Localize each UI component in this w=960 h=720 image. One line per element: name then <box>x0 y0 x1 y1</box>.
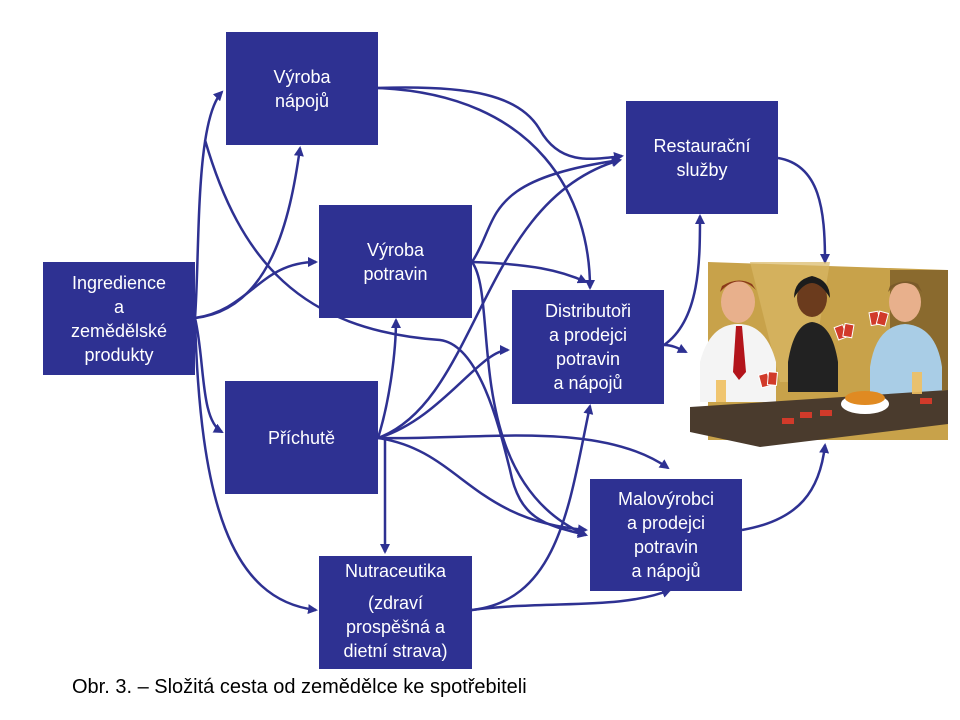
arrow-ingr-napoju <box>193 90 224 319</box>
box-prichute-label: Příchutě <box>267 427 336 448</box>
arrow-ingr-nutra <box>193 317 318 615</box>
box-malovyrobci-label: Malovýrobci a prodejci potravin a nápojů <box>617 489 715 581</box>
box-restauracni-sluzby: Restaurační služby <box>626 101 778 214</box>
arrow-potravin-malovyrobci <box>470 261 588 537</box>
box-restauracni-sluzby-label: Restaurační služby <box>653 135 751 180</box>
arrow-prichute-potravin <box>376 318 401 439</box>
arrow-prichute-restaurace <box>377 157 622 440</box>
arrow-napoju-prichute-cross <box>203 139 588 538</box>
box-vyroba-napoju-label: Výroba nápojů <box>273 66 331 111</box>
box-vyroba-potravin: Výroba potravin <box>319 205 472 318</box>
box-nutraceutika: Nutraceutika (zdraví prospěšná a dietní … <box>319 556 472 669</box>
box-nutraceutika-subtitle: (zdraví prospěšná a dietní strava) <box>343 593 448 661</box>
people-playing-cards-icon <box>690 262 948 447</box>
arrow-distributori-restaurace <box>663 214 705 347</box>
arrow-malovyrobci-spotrebitel <box>741 443 830 532</box>
arrow-nutra-distributori <box>471 404 594 612</box>
arrow-distributori-spotrebitel <box>663 343 688 354</box>
arrow-ingr-potravin <box>194 257 318 320</box>
box-nutraceutika-title: Nutraceutika <box>344 561 447 581</box>
arrow-restaurace-spotrebitel <box>777 156 830 264</box>
arrow-nutra-malovyrobci <box>471 588 672 612</box>
arrow-potravin-restaurace <box>470 156 622 263</box>
box-malovyrobci: Malovýrobci a prodejci potravin a nápojů <box>590 479 742 591</box>
consumers-illustration <box>690 262 950 447</box>
box-ingredience-label: Ingredience a zemědělské produkty <box>70 272 168 365</box>
figure-caption: Obr. 3. – Složitá cesta od zemědělce ke … <box>72 676 527 698</box>
arrow-prichute-malovyrobci <box>377 436 588 535</box>
arrow-napoju-restaurace <box>377 86 624 162</box>
box-prichute: Příchutě <box>225 381 378 494</box>
box-distributori: Distributoři a prodejci potravin a nápoj… <box>512 290 664 404</box>
arrow-napoju-distributori <box>377 86 595 290</box>
box-vyroba-potravin-label: Výroba potravin <box>363 239 428 284</box>
arrow-ingr-prichute <box>193 317 224 434</box>
box-vyroba-napoju: Výroba nápojů <box>226 32 378 145</box>
box-distributori-label: Distributoři a prodejci potravin a nápoj… <box>544 301 632 393</box>
box-ingredience: Ingredience a zemědělské produkty <box>43 262 195 375</box>
arrow-prichute-distributori <box>377 345 510 440</box>
arrow-potravin-distributori <box>471 260 588 284</box>
arrow-prichute-spotrebitel <box>377 434 670 470</box>
